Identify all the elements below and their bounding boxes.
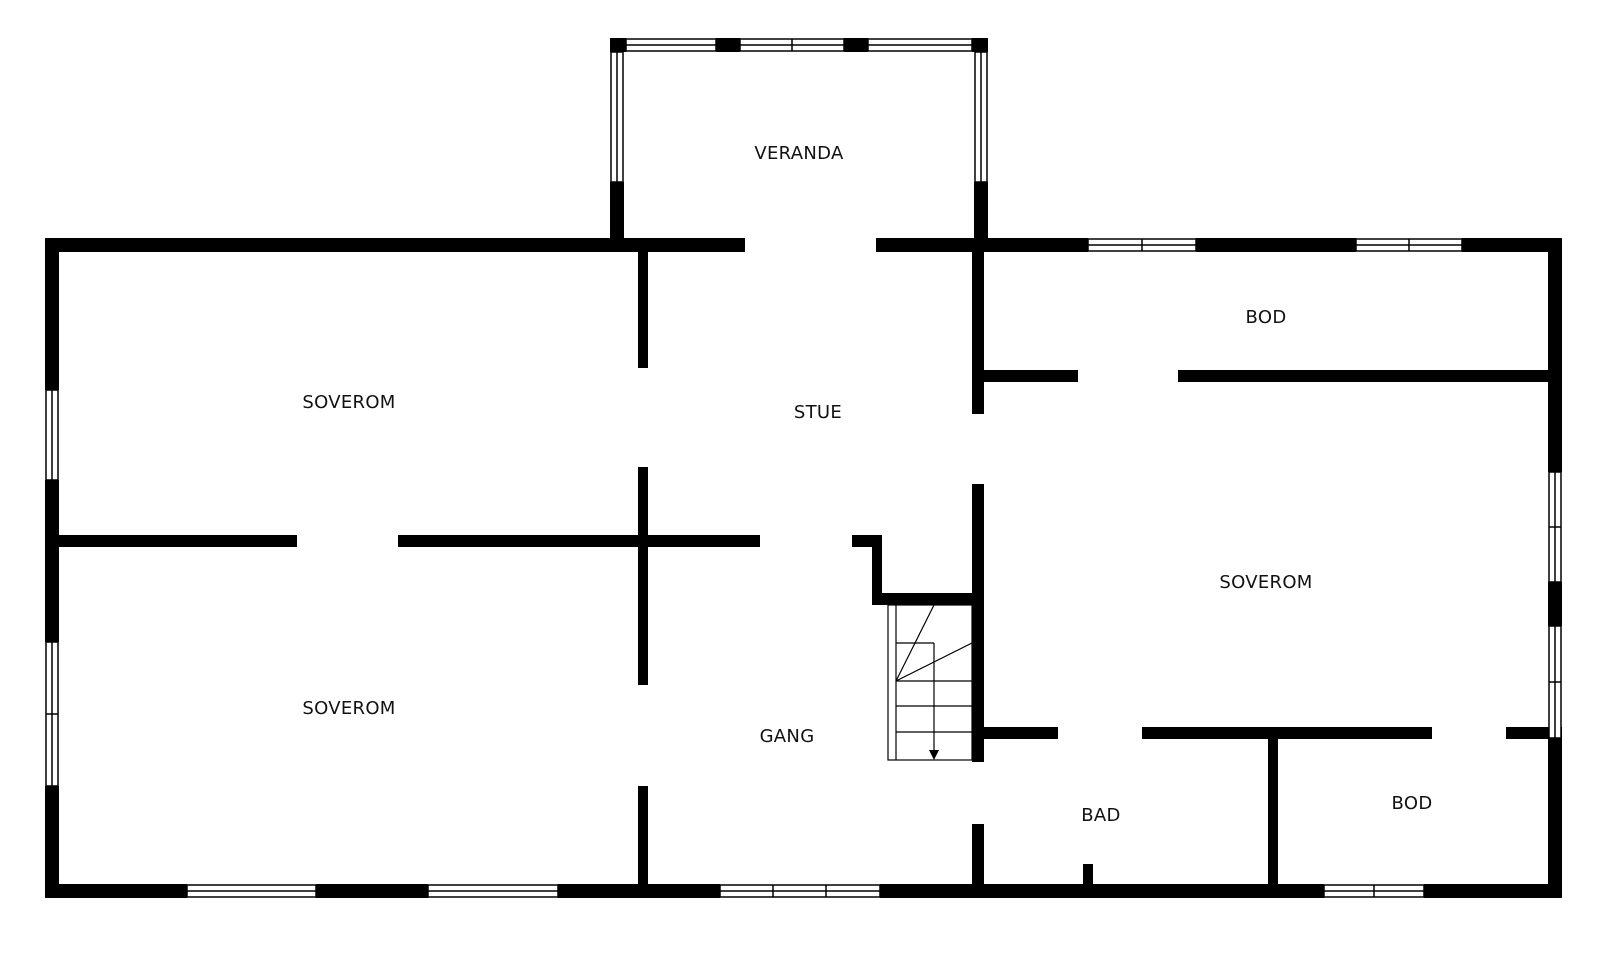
wall bbox=[844, 38, 868, 52]
wall bbox=[1548, 738, 1562, 898]
room-label-gang: GANG bbox=[760, 726, 815, 747]
wall bbox=[1268, 733, 1278, 898]
wall bbox=[716, 38, 740, 52]
wall bbox=[1083, 864, 1093, 886]
wall bbox=[880, 884, 1324, 898]
walls bbox=[45, 38, 1562, 898]
window-symbol bbox=[1323, 884, 1425, 898]
wall bbox=[972, 484, 984, 762]
window-symbol bbox=[625, 38, 717, 52]
wall bbox=[638, 250, 648, 368]
wall bbox=[980, 370, 1078, 382]
wall bbox=[1424, 884, 1562, 898]
wall bbox=[1506, 727, 1562, 739]
wall bbox=[872, 535, 882, 603]
window-symbol bbox=[739, 38, 845, 52]
wall bbox=[1178, 370, 1550, 382]
wall bbox=[1548, 582, 1562, 626]
wall bbox=[45, 238, 59, 390]
window-symbol bbox=[427, 884, 559, 898]
room-label-bod-top: BOD bbox=[1246, 307, 1287, 328]
wall bbox=[1142, 727, 1432, 739]
wall bbox=[972, 238, 984, 414]
wall bbox=[45, 535, 297, 547]
wall bbox=[980, 727, 1058, 739]
wall bbox=[972, 38, 988, 52]
wall bbox=[316, 884, 428, 898]
wall bbox=[1196, 238, 1356, 252]
wall bbox=[610, 182, 624, 244]
room-label-bod-bottom: BOD bbox=[1392, 793, 1433, 814]
wall bbox=[610, 38, 626, 52]
window-symbol bbox=[974, 51, 988, 183]
room-label-soverom-top-left: SOVEROM bbox=[302, 392, 395, 413]
wall bbox=[45, 480, 59, 642]
window-symbol bbox=[1548, 471, 1562, 583]
wall bbox=[398, 535, 760, 547]
wall bbox=[1548, 238, 1562, 472]
wall bbox=[638, 467, 648, 685]
window-symbol bbox=[610, 51, 624, 183]
wall bbox=[45, 238, 745, 252]
wall bbox=[45, 884, 187, 898]
window-symbol bbox=[186, 884, 317, 898]
wall bbox=[872, 593, 978, 605]
wall bbox=[45, 786, 59, 898]
room-label-veranda: VERANDA bbox=[754, 143, 844, 164]
window-symbol bbox=[867, 38, 973, 52]
room-label-soverom-bottom-left: SOVEROM bbox=[302, 698, 395, 719]
room-label-bad: BAD bbox=[1081, 805, 1120, 826]
window-symbol bbox=[1355, 238, 1463, 252]
room-labels: VERANDA SOVEROM SOVEROM STUE GANG BOD SO… bbox=[302, 143, 1432, 826]
window-symbol bbox=[45, 389, 59, 481]
window-symbol bbox=[719, 884, 881, 898]
window-symbol bbox=[1548, 625, 1562, 739]
wall bbox=[972, 824, 984, 898]
wall bbox=[638, 786, 648, 898]
window-symbol bbox=[1087, 238, 1197, 252]
windows bbox=[45, 38, 1562, 898]
window-symbol bbox=[45, 641, 59, 787]
staircase-down-symbol bbox=[887, 604, 973, 761]
wall bbox=[1462, 238, 1562, 252]
room-label-soverom-right: SOVEROM bbox=[1219, 572, 1312, 593]
room-label-stue: STUE bbox=[794, 402, 842, 423]
wall bbox=[974, 182, 988, 244]
